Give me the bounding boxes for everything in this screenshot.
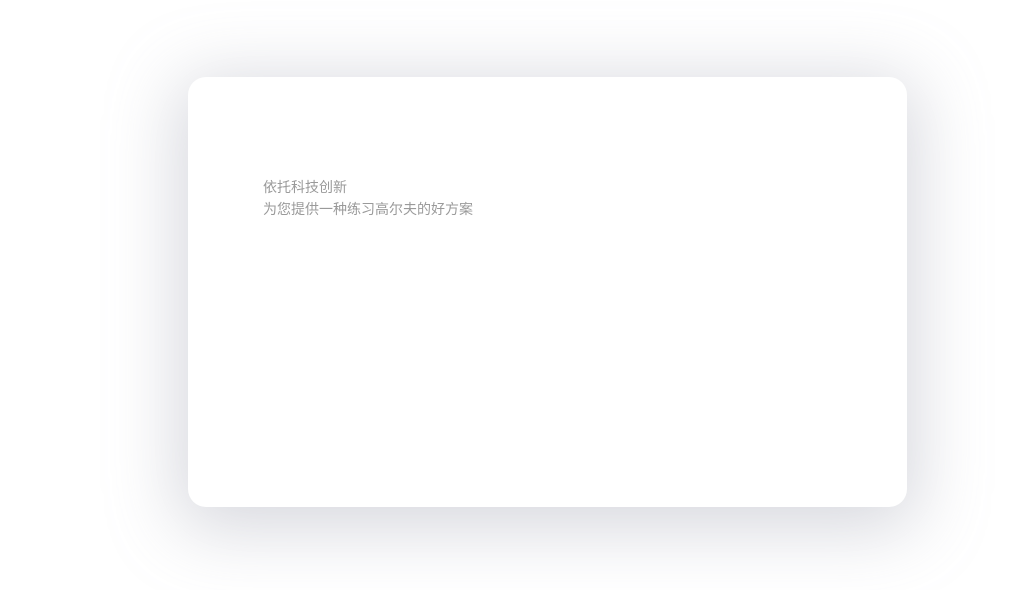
content-card: 依托科技创新 为您提供一种练习高尔夫的好方案 xyxy=(188,77,907,507)
tagline-line-1: 依托科技创新 xyxy=(263,180,347,196)
tagline: 依托科技创新 为您提供一种练习高尔夫的好方案 xyxy=(263,177,473,221)
tagline-line-2: 为您提供一种练习高尔夫的好方案 xyxy=(263,202,473,218)
